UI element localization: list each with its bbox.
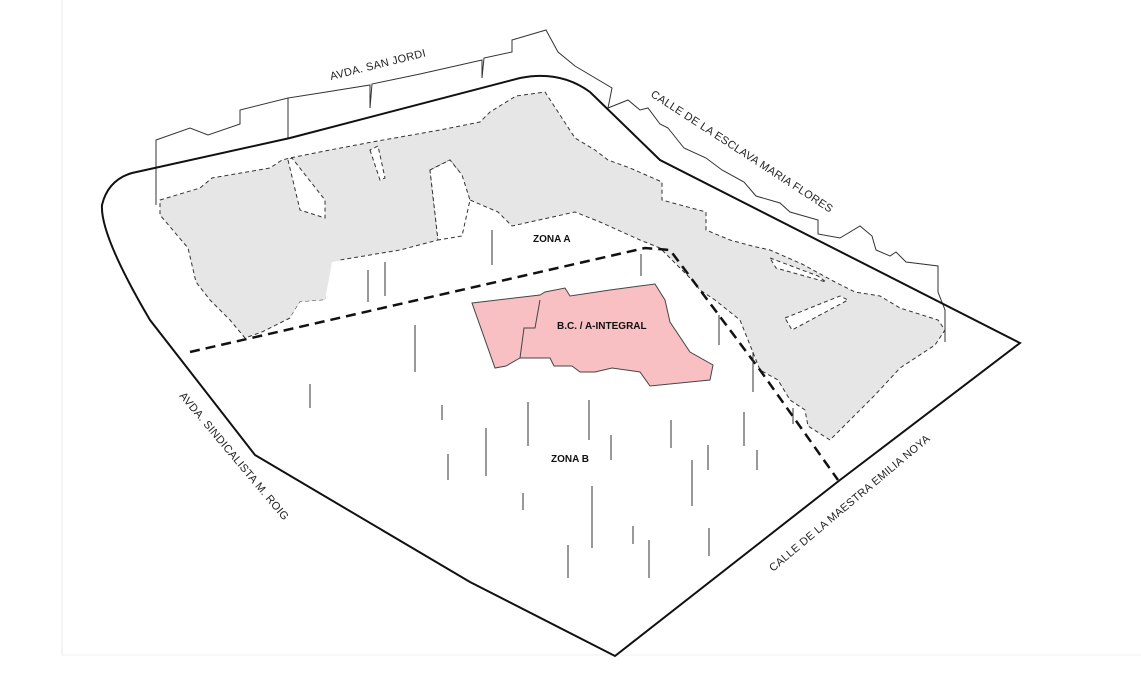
protected-building	[471, 283, 714, 387]
surrounding-buildings-northeast	[607, 99, 946, 342]
courtyard-notch-2	[429, 159, 471, 241]
courtyard-notch-4	[369, 145, 386, 181]
surrounding-buildings-north	[155, 29, 613, 205]
courtyard-notch-6	[784, 295, 850, 331]
block-boundary	[100, 74, 1022, 658]
zone-a-label: ZONA A	[533, 234, 571, 245]
zone-b-label: ZONA B	[551, 454, 589, 465]
street-label-northeast: CALLE DE LA ESCLAVA MARIA FLORES	[648, 88, 835, 215]
courtyard-notch-5	[768, 257, 827, 283]
courtyard-notch-1	[290, 258, 360, 318]
elevation-lines	[309, 230, 794, 578]
courtyard-notch-3	[287, 157, 326, 219]
zone-division-line	[189, 246, 840, 481]
protected-building-label: B.C. / A-INTEGRAL	[557, 321, 647, 332]
existing-buildings	[159, 91, 946, 441]
street-label-north: AVDA. SAN JORDI	[329, 47, 427, 82]
street-label-southeast: CALLE DE LA MAESTRA EMILIA NOYA	[767, 432, 933, 574]
protected-building-inner-wall	[519, 299, 541, 359]
street-label-southwest: AVDA. SINDICALISTA M. ROIG	[177, 390, 291, 523]
